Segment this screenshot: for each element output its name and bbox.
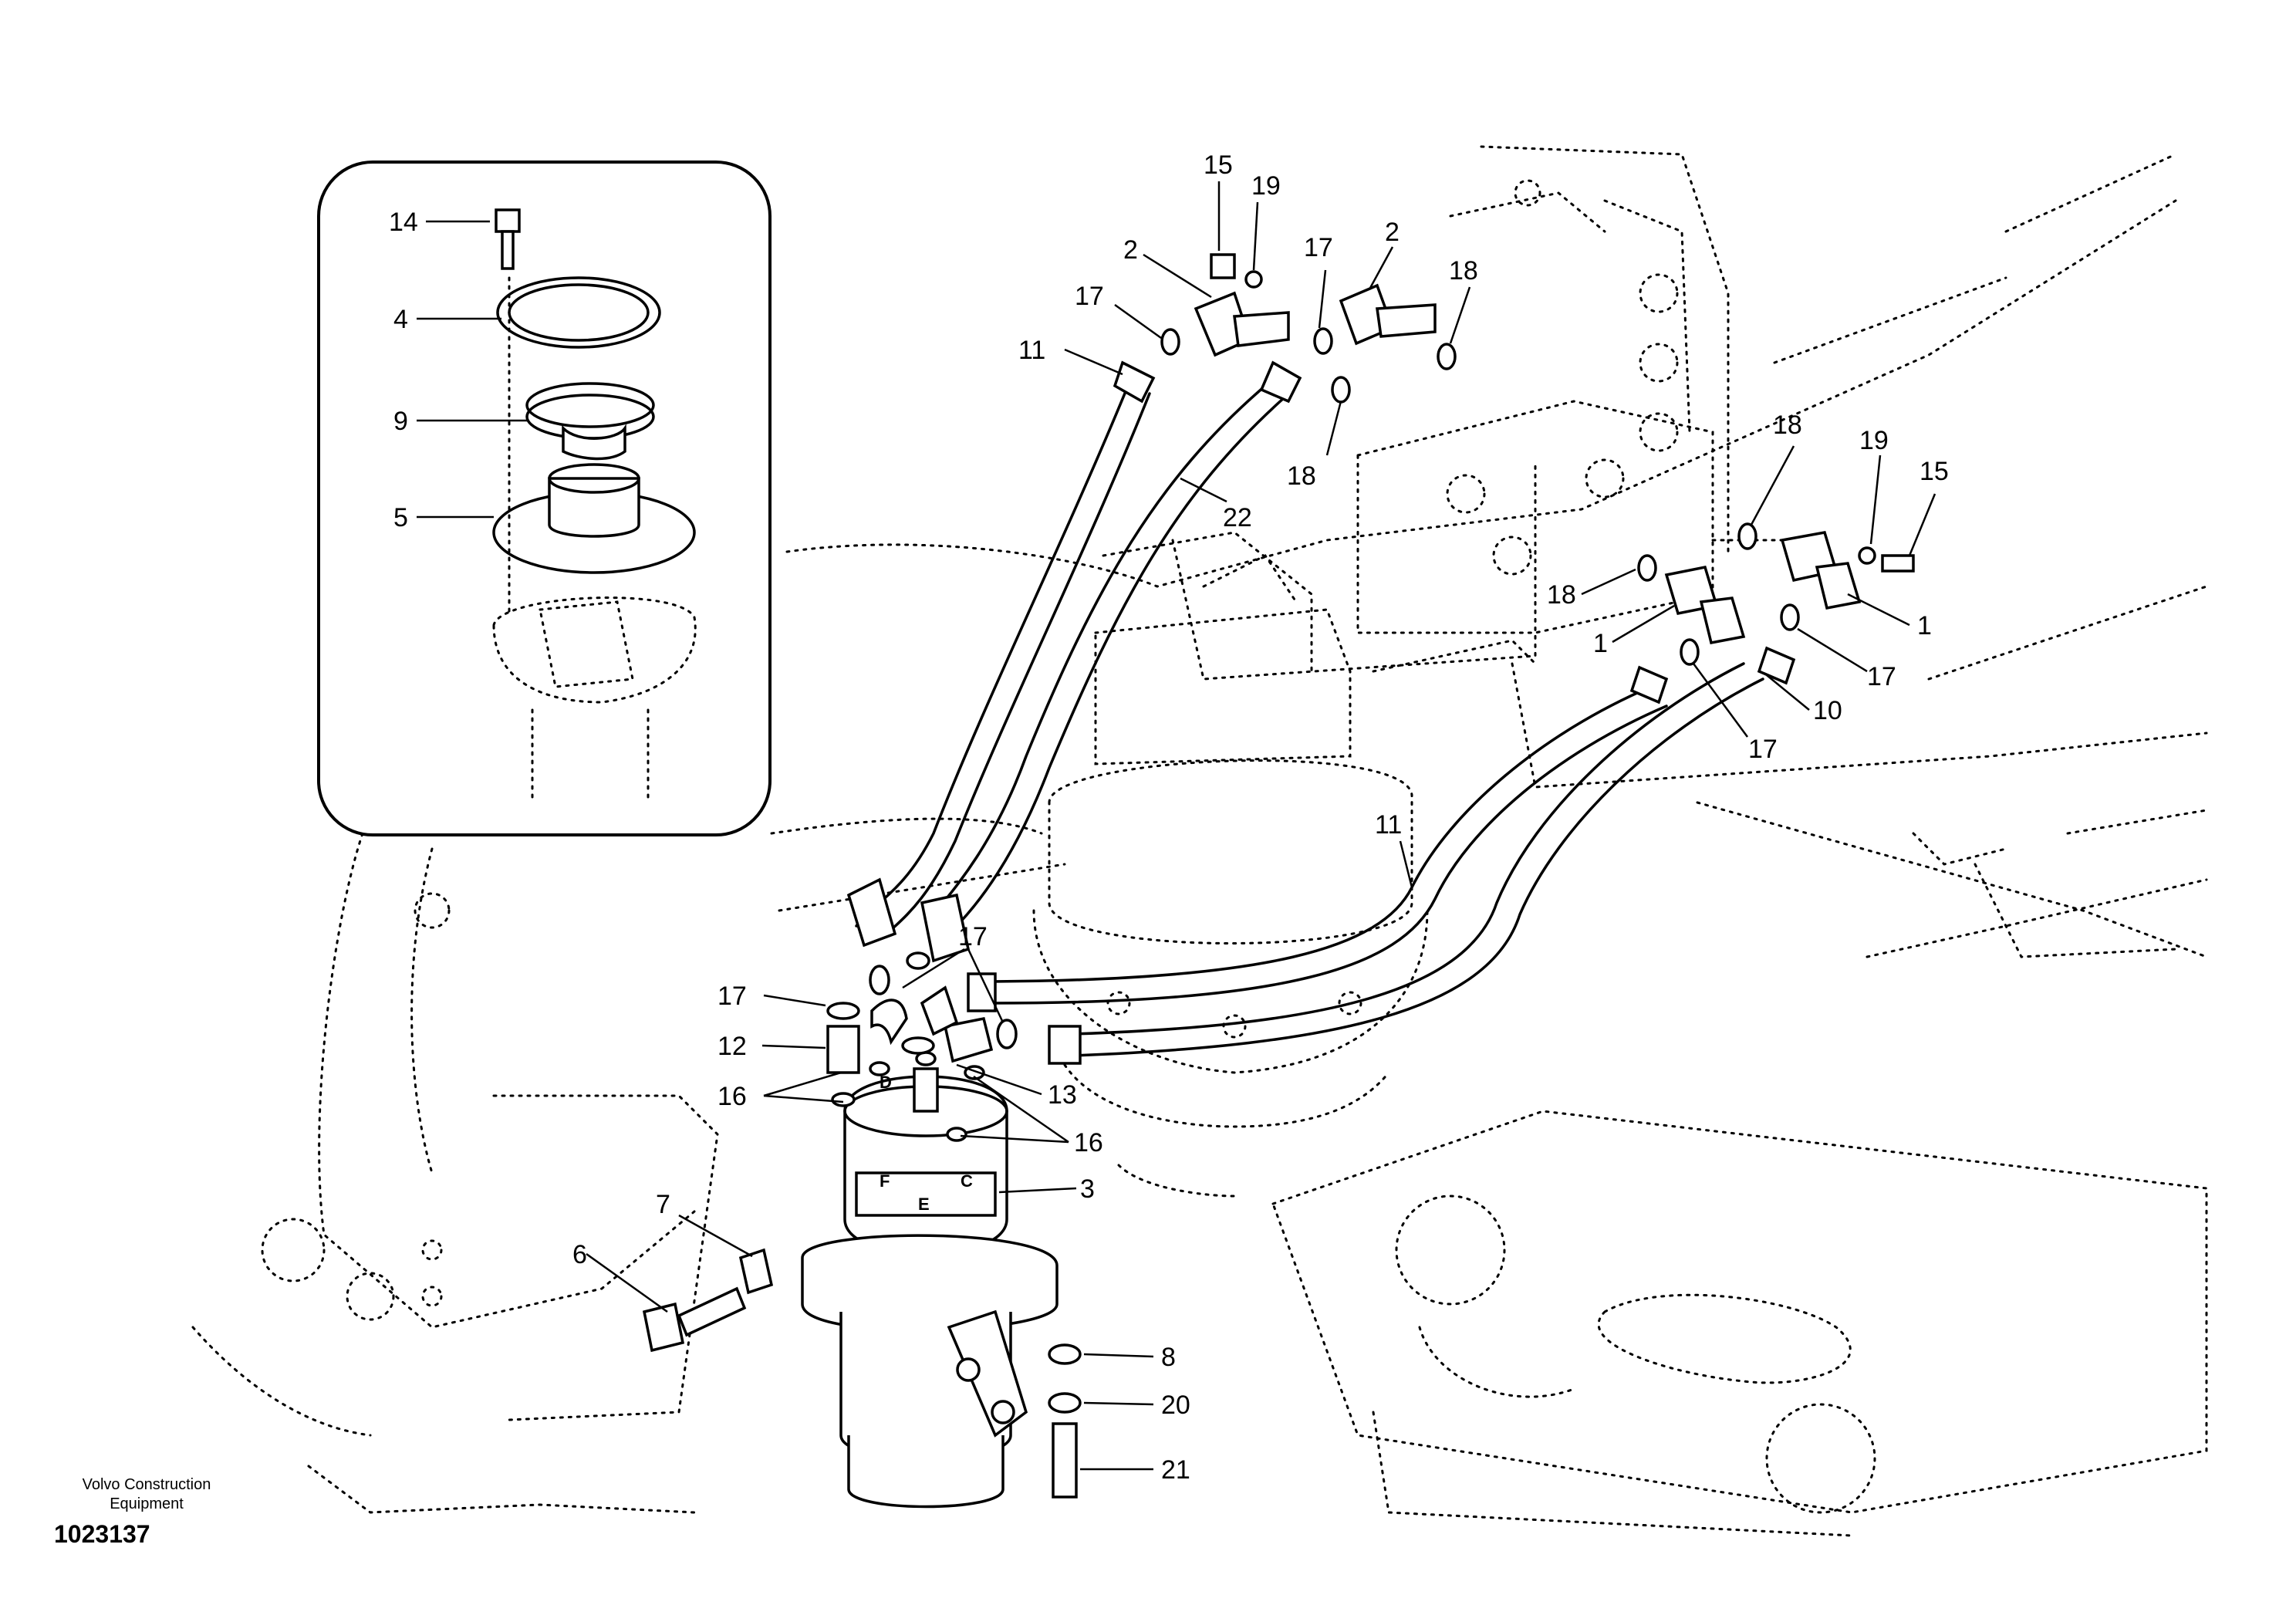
callout-18: 18 <box>1287 461 1316 491</box>
company-line-2: Equipment <box>110 1495 184 1512</box>
callout-17: 17 <box>1304 233 1333 262</box>
callout-11: 11 <box>1018 336 1045 365</box>
callout-8: 8 <box>1161 1343 1176 1372</box>
callout-18: 18 <box>1449 256 1478 286</box>
callouts: 14 4 9 5 15 19 2 17 17 2 18 11 18 22 18 … <box>389 150 1949 1485</box>
callout-11: 11 <box>1375 810 1402 840</box>
callout-16: 16 <box>718 1082 747 1111</box>
callout-15: 15 <box>1204 150 1233 180</box>
company-name: Volvo Construction Equipment <box>54 1475 239 1514</box>
callout-2: 2 <box>1123 235 1138 265</box>
port-d-label: D <box>880 1073 892 1092</box>
callout-5: 5 <box>393 503 408 532</box>
port-f-label: F <box>880 1171 890 1191</box>
callout-1: 1 <box>1917 611 1932 640</box>
callout-18: 18 <box>1773 411 1802 440</box>
callout-3: 3 <box>1080 1174 1095 1204</box>
swivel-joint <box>642 951 1082 1509</box>
callout-14: 14 <box>389 208 418 237</box>
callout-21: 21 <box>1161 1455 1190 1485</box>
callout-9: 9 <box>393 407 408 436</box>
callout-6: 6 <box>572 1240 587 1269</box>
callout-10: 10 <box>1813 696 1842 725</box>
callout-20: 20 <box>1161 1391 1190 1420</box>
callout-17: 17 <box>958 922 988 951</box>
callout-17: 17 <box>718 982 747 1011</box>
callout-19: 19 <box>1859 426 1889 455</box>
callout-12: 12 <box>718 1032 747 1061</box>
callout-22: 22 <box>1223 503 1252 532</box>
callout-18: 18 <box>1547 580 1576 610</box>
drawing-number: 1023137 <box>54 1520 150 1548</box>
callout-17: 17 <box>1867 662 1896 691</box>
port-c-label: C <box>961 1171 973 1191</box>
callout-1: 1 <box>1593 629 1608 658</box>
callout-13: 13 <box>1048 1080 1077 1110</box>
callout-17: 17 <box>1075 282 1104 311</box>
callout-7: 7 <box>656 1190 670 1219</box>
callout-2: 2 <box>1385 218 1400 247</box>
callout-17: 17 <box>1748 735 1778 764</box>
background-structure <box>191 145 2208 1537</box>
callout-16: 16 <box>1074 1128 1103 1157</box>
valve-fittings <box>1160 253 1915 666</box>
port-e-label: E <box>918 1195 930 1214</box>
callout-19: 19 <box>1251 171 1281 201</box>
port-labels: D F C E <box>880 1073 973 1214</box>
company-line-1: Volvo Construction <box>82 1476 211 1493</box>
leader-lines <box>417 181 1936 1471</box>
callout-15: 15 <box>1920 457 1949 486</box>
hydraulic-hoses <box>846 360 1796 1065</box>
detail-inset <box>317 161 772 836</box>
callout-4: 4 <box>393 305 408 334</box>
